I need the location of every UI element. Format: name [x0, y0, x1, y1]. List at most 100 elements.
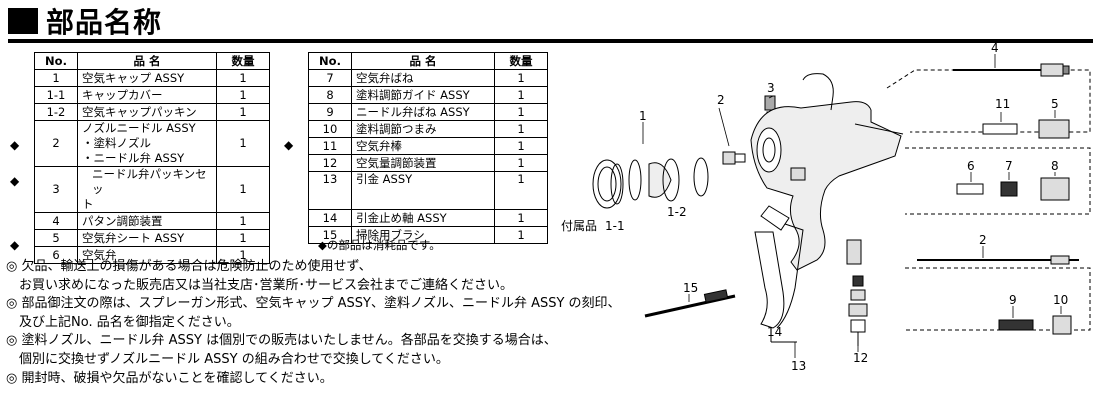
diagram-label: 13: [791, 359, 806, 373]
table-row: 7 空気弁ばね 1: [308, 69, 548, 87]
row-qty: 1: [216, 246, 270, 264]
table-row: 2 ノズルニードル ASSY ・塗料ノズル ・ニードル弁 ASSY 1: [34, 120, 270, 167]
header-qty: 数量: [216, 52, 270, 70]
row-no: 8: [308, 86, 352, 104]
note-line: ◎ 欠品、輸送上の損傷がある場合は危険防止のため使用せず、: [6, 259, 372, 274]
row-no: 9: [308, 103, 352, 121]
row-name-line: ・ニードル弁 ASSY: [82, 151, 185, 165]
row-no: 2: [34, 120, 78, 167]
air-cap-parts: [592, 157, 709, 209]
row-name: 塗料調節つまみ: [351, 120, 495, 138]
row-no: 5: [34, 229, 78, 247]
row-name: 引金止め軸 ASSY: [351, 209, 495, 227]
diagram-label: 1: [639, 109, 647, 123]
row-qty: 1: [494, 137, 548, 155]
header-no: No.: [34, 52, 78, 70]
trigger-parts: [754, 205, 804, 343]
air-valve-parts: [956, 177, 1070, 201]
note-line: ◎ 開封時、破損や欠品がないことを確認してください。: [6, 370, 333, 386]
row-no: 11: [308, 137, 352, 155]
note-line: お買い求めになった販売店又は当社支店･営業所･サービス会社までご連絡ください。: [6, 277, 514, 293]
table-row: 11 空気弁棒 1: [308, 137, 548, 155]
row-qty: 1: [216, 212, 270, 230]
diagram-label: 2: [979, 233, 987, 247]
table-row: 12 空気量調節装置 1: [308, 154, 548, 172]
row-qty: 1: [216, 69, 270, 87]
diagram-label: 4: [991, 41, 999, 55]
diagram-label: 10: [1053, 293, 1068, 307]
header-no: No.: [308, 52, 352, 70]
page-title: 部品名称: [46, 6, 163, 39]
consumable-mark: ◆: [284, 138, 294, 152]
gun-body: [750, 73, 904, 271]
consumable-footnote: ◆の部品は消耗品です。: [318, 238, 441, 252]
note-line: 個別に交換せずノズルニードル ASSY の組み合わせで交換してください。: [6, 351, 449, 367]
spray-gun-exploded-diagram: 1 2 3 4 5 6 7 8 1-1 1-2 2 9 10 11 12 13 …: [561, 41, 1091, 373]
row-name: ニードル弁パッキンセッ ト: [77, 166, 217, 213]
row-name-line: ニードル弁パッキンセッ: [92, 167, 207, 196]
row-qty: 1: [216, 120, 270, 167]
diagram-label: 1-2: [667, 205, 687, 219]
diagram-label: 11: [995, 97, 1010, 111]
diagram-label: 15: [683, 281, 698, 295]
row-qty: 1: [494, 154, 548, 172]
needle-valve-part: [917, 255, 1079, 265]
diagram-label: 2: [717, 93, 725, 107]
table-row: 8 塗料調節ガイド ASSY 1: [308, 86, 548, 104]
table-row: 10 塗料調節つまみ 1: [308, 120, 548, 138]
header-qty: 数量: [494, 52, 548, 70]
row-qty: 1: [494, 226, 548, 244]
header-name: 品 名: [351, 52, 495, 70]
row-name-line: ト: [82, 197, 94, 211]
row-name: 空気弁: [77, 246, 217, 264]
row-qty: 1: [494, 103, 548, 121]
row-name: 空気弁シート ASSY: [77, 229, 217, 247]
row-no: 10: [308, 120, 352, 138]
row-qty: 1: [216, 229, 270, 247]
notes-block: ◎ 欠品、輸送上の損傷がある場合は危険防止のため使用せず、 お買い求めになった販…: [6, 258, 621, 388]
row-name: 引金 ASSY: [351, 171, 495, 210]
air-adjust-parts: [848, 275, 868, 346]
diagram-label: 9: [1009, 293, 1017, 307]
table-row: 5 空気弁シート ASSY 1: [34, 229, 270, 247]
consumable-mark: ◆: [10, 238, 20, 252]
row-name: 空気弁棒: [351, 137, 495, 155]
row-qty: 1: [494, 120, 548, 138]
table-row: 14 引金止め軸 ASSY 1: [308, 209, 548, 227]
row-qty: 1: [494, 86, 548, 104]
table-row: 15 掃除用ブラシ 1: [308, 226, 548, 244]
row-name: パタン調節装置: [77, 212, 217, 230]
row-name: 空気弁ばね: [351, 69, 495, 87]
row-name: 空気キャップパッキン: [77, 103, 217, 121]
row-no: 15: [308, 226, 352, 244]
row-qty: 1: [216, 103, 270, 121]
header-name: 品 名: [77, 52, 217, 70]
diagram-label: 14: [767, 325, 782, 339]
consumable-mark: ◆: [10, 174, 20, 188]
row-qty: 1: [216, 86, 270, 104]
table-row: 3 ニードル弁パッキンセッ ト 1: [34, 166, 270, 213]
table-row: 6 空気弁 1: [34, 246, 270, 264]
diagram-label: 12: [853, 351, 868, 365]
diagram-label: 8: [1051, 159, 1059, 173]
diagram-label: 1-1: [605, 219, 625, 233]
row-qty: 1: [494, 209, 548, 227]
row-no: 1-2: [34, 103, 78, 121]
row-qty: 1: [216, 166, 270, 213]
row-no: 1: [34, 69, 78, 87]
row-no: 1-1: [34, 86, 78, 104]
row-qty: 1: [494, 69, 548, 87]
diagram-label: 5: [1051, 97, 1059, 111]
row-no: 13: [308, 171, 352, 210]
row-no: 4: [34, 212, 78, 230]
row-name-line: ・塗料ノズル: [82, 136, 151, 150]
table-row: 1-2 空気キャップパッキン 1: [34, 103, 270, 121]
row-qty: 1: [494, 171, 548, 210]
table-row: 1-1 キャップカバー 1: [34, 86, 270, 104]
table-row: 1 空気キャップ ASSY 1: [34, 69, 270, 87]
parts-table-left: No. 品 名 数量 1 空気キャップ ASSY 1 1-1 キャップカバー 1…: [34, 52, 270, 264]
diagram-label: 3: [767, 81, 775, 95]
row-name: 塗料調節ガイド ASSY: [351, 86, 495, 104]
needle-spring-parts: [998, 315, 1072, 335]
needle-part: [953, 63, 1070, 77]
